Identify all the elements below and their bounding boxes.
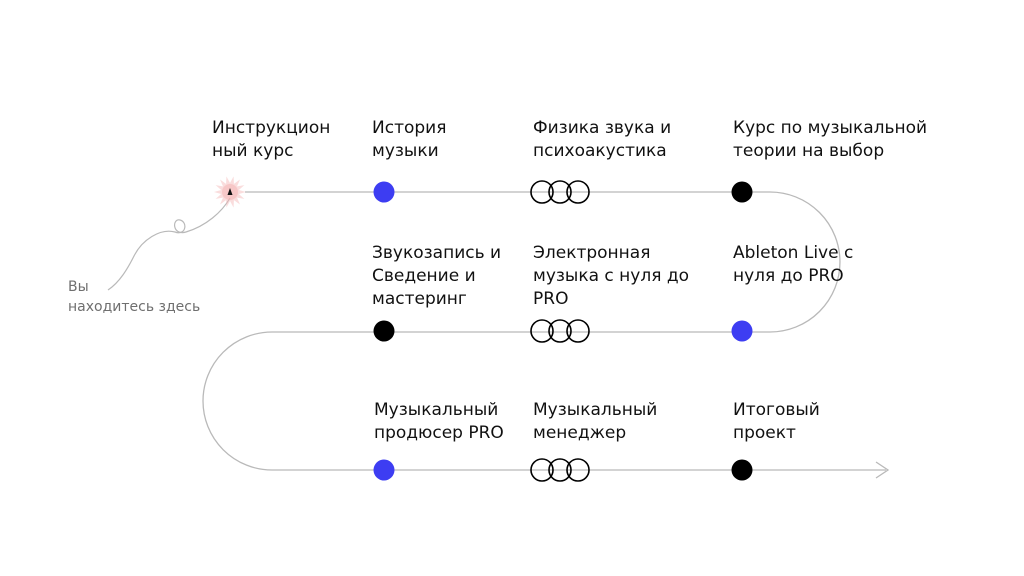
sound-physics-rings-marker	[530, 180, 590, 204]
you-are-here-line-1: Вы	[68, 279, 89, 295]
station-label-line: Физика звука и	[533, 118, 672, 138]
station-label-electronic-music: Электронная музыка с нуля до PRO	[533, 242, 689, 311]
station-label-line: История	[372, 118, 447, 138]
station-label-line: Музыкальный	[533, 400, 658, 420]
ring-icon-1	[530, 180, 554, 204]
station-label-music-theory: Курс по музыкальной теории на выбор	[733, 117, 927, 163]
ring-icon-2	[548, 180, 572, 204]
music-history-dot	[373, 181, 395, 203]
station-label-line: Ableton Live с	[733, 243, 854, 263]
ring-icon-2	[548, 458, 572, 482]
music-theory-dot	[731, 181, 753, 203]
recording-mixing-dot	[373, 320, 395, 342]
station-label-line: психоакустика	[533, 141, 667, 161]
station-label-ableton-live: Ableton Live с нуля до PRO	[733, 242, 853, 288]
station-markers	[214, 176, 753, 482]
station-label-line: нуля до PRO	[733, 266, 844, 286]
you-are-here-label: Вы находитесь здесь	[68, 277, 200, 317]
cursor-arrow-icon	[227, 188, 233, 195]
ring-icon-1	[530, 319, 554, 343]
you-are-here-pointer	[107, 197, 231, 291]
station-label-sound-physics: Физика звука и психоакустика	[533, 117, 671, 163]
station-label-music-producer: Музыкальный продюсер PRO	[374, 399, 504, 445]
instruction-course-start-marker	[214, 176, 246, 208]
ring-icon-3	[566, 180, 590, 204]
final-project-dot	[731, 459, 753, 481]
station-label-line: PRO	[533, 289, 569, 309]
station-label-line: Курс по музыкальной	[733, 118, 928, 138]
you-are-here-line-2: находитесь здесь	[68, 299, 201, 315]
station-label-line: музыка с нуля до	[533, 266, 690, 286]
arrow-head-icon	[875, 461, 890, 479]
station-label-line: теории на выбор	[733, 141, 885, 161]
music-manager-rings-marker	[530, 458, 590, 482]
roadmap-path	[202, 191, 886, 471]
station-label-line: менеджер	[533, 423, 627, 443]
ableton-live-dot	[731, 320, 753, 342]
station-label-final-project: Итоговый проект	[733, 399, 820, 445]
station-label-line: проект	[733, 423, 796, 443]
music-producer-dot	[373, 459, 395, 481]
ring-icon-1	[530, 458, 554, 482]
station-label-line: ный курс	[212, 141, 294, 161]
station-label-music-manager: Музыкальный менеджер	[533, 399, 657, 445]
station-label-line: Инструкцион	[212, 118, 331, 138]
station-label-line: Звукозапись и	[372, 243, 502, 263]
station-label-line: Электронная	[533, 243, 651, 263]
station-label-line: продюсер PRO	[374, 423, 504, 443]
ring-icon-3	[566, 458, 590, 482]
station-label-music-history: История музыки	[372, 117, 446, 163]
ring-icon-2	[548, 319, 572, 343]
station-label-line: Итоговый	[733, 400, 820, 420]
ring-icon-3	[566, 319, 590, 343]
station-label-line: Музыкальный	[374, 400, 499, 420]
station-label-line: Сведение и	[372, 266, 476, 286]
electronic-music-rings-marker	[530, 319, 590, 343]
station-label-recording-mixing: Звукозапись и Сведение и мастеринг	[372, 242, 501, 311]
station-label-line: мастеринг	[372, 289, 467, 309]
station-label-instruction-course: Инструкцион ный курс	[212, 117, 330, 163]
station-label-line: музыки	[372, 141, 439, 161]
